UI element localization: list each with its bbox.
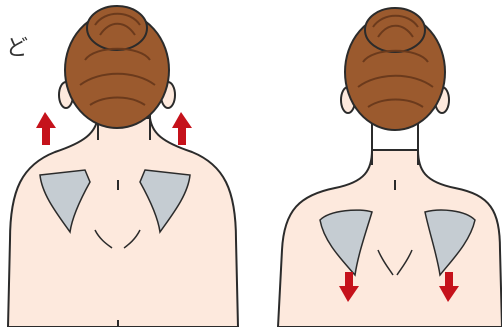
arrow-up-icon <box>172 112 192 145</box>
bun-left <box>87 6 147 50</box>
arrow-up-icon <box>36 112 56 145</box>
bun-right <box>365 8 425 52</box>
back-torso-left <box>8 118 238 327</box>
figure-shoulders-raised <box>8 6 238 327</box>
figure-shoulders-lowered <box>278 8 502 327</box>
